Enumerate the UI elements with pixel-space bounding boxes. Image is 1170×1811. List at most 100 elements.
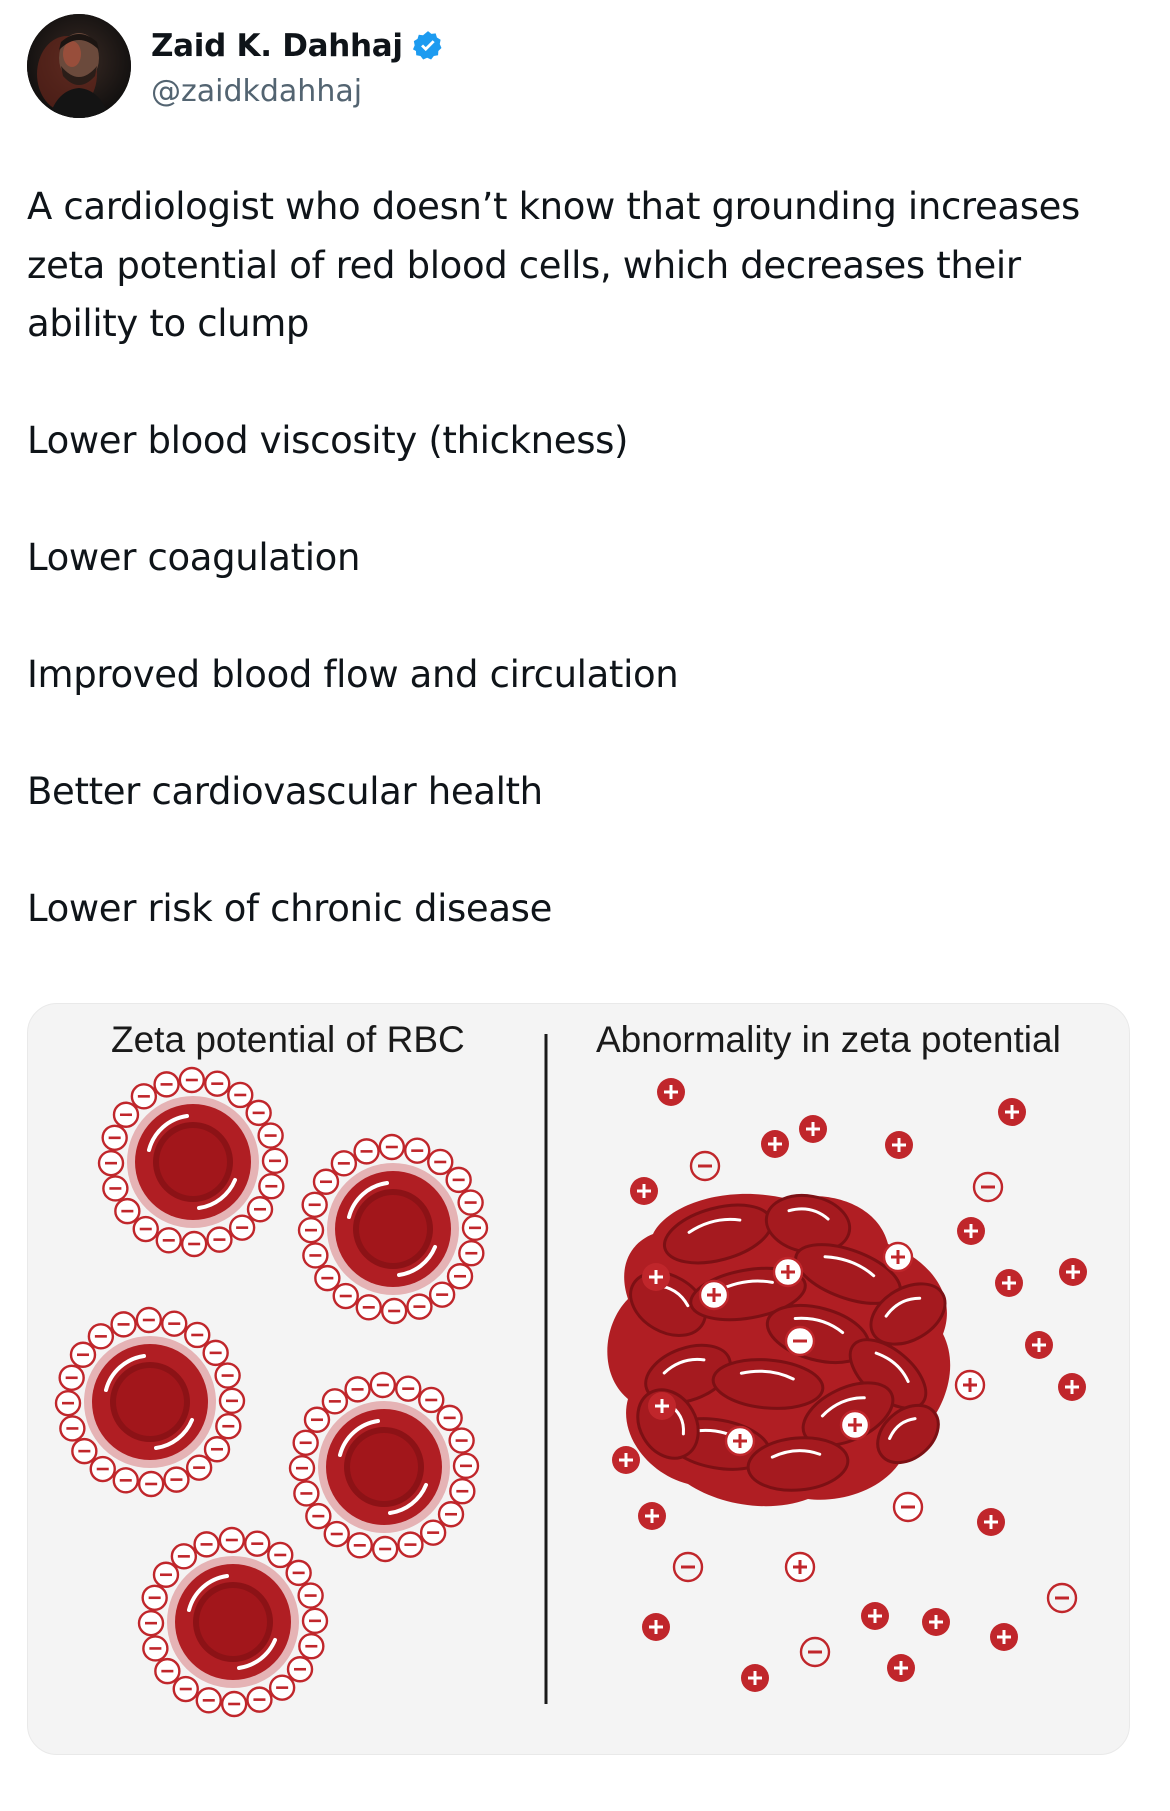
negative-charge-icon (458, 1240, 485, 1267)
negative-charge-icon (218, 1387, 246, 1415)
negative-charge-icon (314, 1264, 341, 1292)
positive-charge-icon (698, 1279, 730, 1311)
negative-charge-icon (457, 1189, 484, 1216)
positive-charge-icon (612, 1446, 640, 1474)
negative-charge-icon (206, 1226, 233, 1253)
negative-charge-icon (445, 1166, 472, 1194)
positive-charge-icon (998, 1098, 1026, 1126)
negative-charge-icon (371, 1535, 399, 1563)
negative-charge-icon (202, 1339, 229, 1367)
negative-charge-icon (355, 1294, 382, 1321)
negative-charge-icon (972, 1171, 1004, 1203)
negative-charge-icon (286, 1656, 314, 1683)
negative-charge-icon (689, 1150, 721, 1182)
positive-charge-icon (839, 1409, 871, 1441)
negative-charge-icon (161, 1310, 188, 1337)
positive-charge-icon (1059, 1258, 1087, 1286)
negative-charge-icon (404, 1137, 431, 1164)
negative-charge-icon (155, 1227, 182, 1254)
negative-charge-icon (799, 1636, 831, 1668)
positive-charge-icon (772, 1256, 804, 1288)
negative-charge-icon (298, 1633, 325, 1660)
negative-charge-icon (305, 1502, 332, 1530)
negative-charge-icon (292, 1429, 319, 1456)
negative-charge-icon (142, 1635, 169, 1662)
tweet-paragraph: Lower blood viscosity (thickness) (27, 419, 629, 462)
negative-charge-icon (461, 1214, 489, 1242)
left-panel-title: Zeta potential of RBC (111, 1019, 465, 1060)
negative-charge-icon (185, 1454, 213, 1481)
negative-charge-icon (163, 1466, 190, 1493)
negative-charge-icon (346, 1532, 373, 1559)
negative-charge-icon (449, 1478, 476, 1505)
right-panel-title: Abnormality in zeta potential (596, 1019, 1061, 1060)
positive-charge-icon (799, 1115, 827, 1143)
positive-charge-icon (882, 1241, 914, 1273)
negative-charge-icon (892, 1491, 924, 1523)
negative-charge-icon (180, 1230, 208, 1258)
healthy-rbc (288, 1371, 480, 1563)
negative-charge-icon (446, 1263, 474, 1290)
negative-charge-icon (97, 1149, 125, 1177)
negative-charge-icon (406, 1293, 433, 1320)
positive-charge-icon (724, 1425, 756, 1457)
negative-charge-icon (258, 1173, 285, 1200)
negative-charge-icon (1046, 1582, 1078, 1614)
negative-charge-icon (301, 1191, 328, 1218)
negative-charge-icon (301, 1607, 329, 1635)
negative-charge-icon (244, 1530, 271, 1557)
negative-charge-icon (330, 1150, 358, 1177)
positive-charge-icon (657, 1078, 685, 1106)
negative-charge-icon (154, 1657, 181, 1685)
negative-charge-icon (323, 1520, 350, 1548)
tweet-media-image[interactable]: Zeta potential of RBC Abnormality in zet… (27, 1003, 1130, 1755)
negative-charge-icon (293, 1480, 320, 1507)
negative-charge-icon (437, 1501, 465, 1528)
negative-charge-icon (245, 1099, 272, 1127)
negative-charge-icon (178, 1066, 206, 1094)
negative-charge-icon (419, 1519, 447, 1546)
positive-charge-icon (885, 1131, 913, 1159)
negative-charge-icon (288, 1454, 316, 1482)
negative-charge-icon (344, 1376, 371, 1403)
negative-charge-icon (302, 1242, 329, 1269)
positive-charge-icon (1058, 1373, 1086, 1401)
negative-charge-icon (378, 1133, 406, 1161)
negative-charge-icon (395, 1375, 422, 1402)
positive-charge-icon (957, 1217, 985, 1245)
tweet-paragraph: Better cardiovascular health (27, 770, 543, 813)
negative-charge-icon (114, 1197, 141, 1225)
negative-charge-icon (369, 1371, 397, 1399)
tweet-header: Zaid K. Dahhaj @zaidkdahhaj (27, 14, 1127, 118)
healthy-rbc (97, 1066, 289, 1258)
display-name[interactable]: Zaid K. Dahhaj (151, 28, 403, 64)
tweet-paragraph: Lower risk of chronic disease (27, 887, 553, 930)
tweet-paragraph: Lower coagulation (27, 536, 361, 579)
clumped-rbc-mass (607, 1193, 951, 1507)
positive-charge-icon (922, 1608, 950, 1636)
negative-charge-icon (141, 1584, 168, 1611)
negative-charge-icon (353, 1138, 380, 1165)
positive-charge-icon (642, 1613, 670, 1641)
positive-charge-icon (648, 1392, 676, 1420)
negative-charge-icon (69, 1341, 97, 1368)
negative-charge-icon (137, 1609, 165, 1637)
negative-charge-icon (184, 1321, 211, 1349)
positive-charge-icon (954, 1369, 986, 1401)
negative-charge-icon (418, 1386, 445, 1414)
zeta-potential-illustration (54, 1034, 1087, 1718)
negative-charge-icon (130, 1083, 158, 1110)
negative-charge-icon (448, 1427, 475, 1454)
negative-charge-icon (59, 1415, 86, 1442)
negative-charge-icon (380, 1297, 408, 1325)
avatar[interactable] (27, 14, 131, 118)
negative-charge-icon (220, 1690, 248, 1718)
positive-charge-icon (761, 1130, 789, 1158)
negative-charge-icon (227, 1081, 254, 1109)
healthy-rbc (137, 1526, 329, 1718)
negative-charge-icon (218, 1526, 246, 1554)
negative-charge-icon (170, 1543, 198, 1570)
healthy-rbc (297, 1133, 489, 1325)
handle[interactable]: @zaidkdahhaj (151, 74, 363, 109)
negative-charge-icon (172, 1675, 199, 1703)
